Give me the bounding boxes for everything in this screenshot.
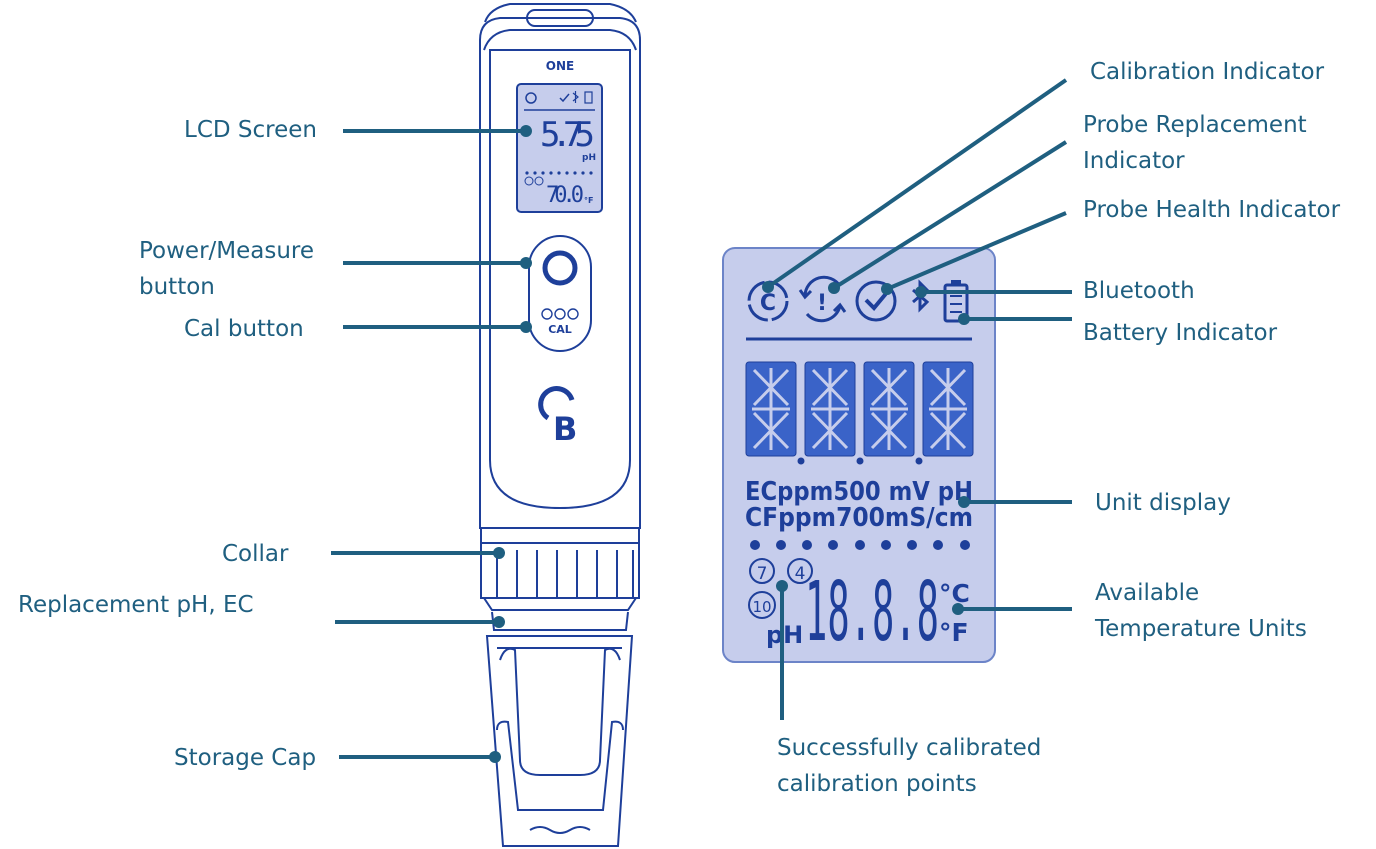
collar-ridges — [496, 550, 634, 598]
svg-text:!: ! — [817, 291, 827, 316]
svg-text:7: 7 — [757, 564, 768, 584]
label-unit-display: Unit display — [1095, 490, 1231, 516]
device-brand-text: ONE — [546, 59, 574, 73]
lcd-main-digit-segments — [752, 368, 967, 450]
calibration-icon: C — [747, 280, 789, 322]
device-lcd-main-value: 5.75 — [540, 115, 595, 155]
device-lcd-temp-unit: °F — [584, 196, 593, 205]
device-lcd-dots — [525, 171, 593, 175]
device-lcd-screen — [516, 83, 603, 213]
lcd-unit-row-2: CFppm700mS/cm — [745, 503, 973, 533]
device-lcd-main-unit: pH — [582, 153, 596, 163]
lcd-unit-row-1: ECppm500 mV pH — [745, 477, 973, 507]
device-lcd-cal-icon — [525, 92, 537, 104]
label-lcd-screen: LCD Screen — [184, 117, 317, 143]
label-replacement: Replacement pH, EC — [18, 592, 254, 618]
label-collar: Collar — [222, 541, 289, 567]
battery-icon — [943, 280, 969, 323]
svg-text:C: C — [760, 291, 776, 316]
svg-text:10: 10 — [752, 598, 771, 616]
cal-button[interactable]: CAL — [548, 323, 572, 336]
device-lcd-temp-value: 70.0 — [546, 183, 584, 208]
brand-logo: B — [538, 386, 577, 448]
probe-health-icon — [855, 280, 897, 322]
device-lcd-bluetooth-icon — [572, 91, 579, 103]
device-lcd-battery-icon — [584, 91, 593, 104]
label-bluetooth: Bluetooth — [1083, 278, 1195, 304]
brand-logo-letter: B — [553, 410, 577, 448]
label-cal-button: Cal button — [184, 316, 304, 342]
lcd-temp-unit-f: °F — [939, 618, 969, 647]
lcd-temp-digits: 18.8.8 — [805, 565, 939, 660]
label-probe-health: Probe Health Indicator — [1083, 197, 1341, 223]
meter-device — [479, 3, 641, 847]
lcd-detail-panel — [722, 247, 996, 663]
lcd-cal-points: 7 4 10 pH — [748, 558, 813, 649]
device-button-pill — [528, 235, 592, 352]
label-calibration-indicator: Calibration Indicator — [1090, 59, 1325, 85]
lcd-temp-unit-c: °C — [939, 579, 970, 608]
svg-text:4: 4 — [795, 564, 806, 584]
label-storage-cap: Storage Cap — [174, 745, 317, 771]
label-battery: Battery Indicator — [1083, 320, 1278, 346]
leader-lines — [331, 78, 1072, 763]
lcd-dot-row — [750, 540, 970, 550]
lcd-cal-points-unit: pH — [766, 621, 803, 649]
device-lcd-check-icon — [559, 93, 570, 103]
power-measure-button[interactable] — [542, 250, 578, 286]
probe-replacement-icon: ! — [798, 275, 847, 323]
